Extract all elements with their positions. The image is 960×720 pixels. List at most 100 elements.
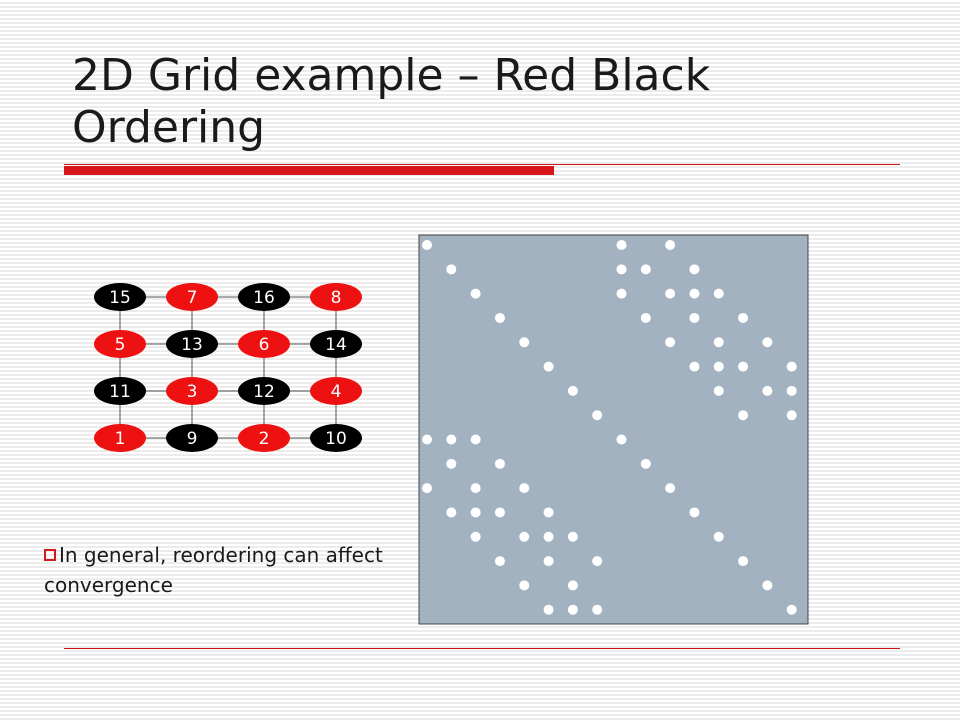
nonzero-dot: [689, 507, 700, 518]
nonzero-dot: [592, 604, 603, 615]
nonzero-dot: [422, 240, 432, 250]
grid-node-shape: [310, 283, 362, 311]
grid-node-shape: [94, 377, 146, 405]
nonzero-dot: [665, 240, 676, 250]
sparsity-pattern-plot: [418, 234, 809, 625]
nonzero-dot: [762, 385, 773, 396]
nonzero-dot: [592, 410, 603, 421]
nonzero-dot: [446, 264, 457, 275]
nonzero-dot: [494, 507, 505, 518]
nonzero-dot: [689, 264, 700, 275]
nonzero-dot: [640, 458, 651, 469]
nonzero-dot: [786, 604, 797, 615]
nonzero-dot: [762, 580, 773, 591]
bullet-text: In general, reordering can affect conver…: [44, 543, 383, 597]
slide-title: 2D Grid example – Red Black Ordering: [72, 50, 711, 153]
nonzero-dot: [616, 240, 627, 250]
grid-node-shape: [310, 424, 362, 452]
nonzero-dot: [567, 580, 578, 591]
grid-node: 7: [166, 283, 218, 311]
nonzero-dot: [422, 483, 432, 494]
nonzero-dot: [713, 385, 724, 396]
grid-node-label: 3: [187, 382, 198, 402]
nonzero-dot: [494, 556, 505, 567]
grid-node: 2: [238, 424, 290, 452]
nonzero-dot: [519, 531, 530, 542]
nonzero-dot: [519, 580, 530, 591]
grid-node-shape: [166, 377, 218, 405]
nonzero-dot: [422, 434, 432, 445]
nonzero-dot: [567, 385, 578, 396]
nonzero-dot: [738, 556, 749, 567]
grid-node-label: 8: [331, 288, 342, 308]
nonzero-dot: [470, 434, 481, 445]
grid-node-label: 11: [109, 382, 131, 402]
nonzero-dot: [543, 361, 554, 372]
grid-node: 11: [94, 377, 146, 405]
grid-node: 10: [310, 424, 362, 452]
nonzero-dot: [689, 312, 700, 323]
bullet-point: In general, reordering can affect conver…: [44, 540, 404, 600]
grid-node: 1: [94, 424, 146, 452]
grid-node-label: 5: [115, 335, 126, 355]
grid-node-shape: [238, 283, 290, 311]
nonzero-dot: [470, 288, 481, 299]
grid-node-label: 13: [181, 335, 203, 355]
grid-node-shape: [238, 377, 290, 405]
footer-rule: [64, 648, 900, 649]
title-underline-thin: [64, 164, 900, 165]
grid-node-label: 7: [187, 288, 198, 308]
grid-node-shape: [166, 424, 218, 452]
nonzero-dot: [446, 434, 457, 445]
grid-node-label: 14: [325, 335, 347, 355]
title-underline-bar: [64, 166, 554, 175]
nonzero-dot: [640, 312, 651, 323]
nonzero-dot: [786, 410, 797, 421]
nonzero-dot: [470, 531, 481, 542]
grid-node: 14: [310, 330, 362, 358]
nonzero-dot: [616, 288, 627, 299]
nonzero-dot: [519, 337, 530, 348]
nonzero-dot: [640, 264, 651, 275]
nonzero-dot: [713, 288, 724, 299]
grid-node-label: 6: [259, 335, 270, 355]
nonzero-dot: [543, 507, 554, 518]
nonzero-dot: [446, 507, 457, 518]
nonzero-dot: [616, 434, 627, 445]
nonzero-dot: [665, 483, 676, 494]
nonzero-dot: [738, 361, 749, 372]
grid-node-label: 16: [253, 288, 275, 308]
grid-node-shape: [94, 283, 146, 311]
nonzero-dot: [738, 312, 749, 323]
nonzero-dot: [786, 385, 797, 396]
nonzero-dot: [543, 556, 554, 567]
nonzero-dot: [786, 361, 797, 372]
grid-node: 12: [238, 377, 290, 405]
nonzero-dot: [470, 507, 481, 518]
grid-node-shape: [166, 283, 218, 311]
nonzero-dot: [665, 288, 676, 299]
nonzero-dot: [713, 531, 724, 542]
nonzero-dot: [738, 410, 749, 421]
grid-node-shape: [310, 377, 362, 405]
nonzero-dot: [713, 337, 724, 348]
grid-node-label: 12: [253, 382, 275, 402]
nonzero-dot: [494, 458, 505, 469]
square-bullet-icon: [44, 549, 56, 561]
grid-node-label: 4: [331, 382, 342, 402]
grid-node: 16: [238, 283, 290, 311]
grid-node-label: 2: [259, 429, 270, 449]
grid-node: 9: [166, 424, 218, 452]
nonzero-dot: [689, 361, 700, 372]
nonzero-dot: [543, 531, 554, 542]
grid-node: 4: [310, 377, 362, 405]
grid-node: 13: [166, 330, 218, 358]
nonzero-dot: [446, 458, 457, 469]
nonzero-dot: [519, 483, 530, 494]
grid-node: 8: [310, 283, 362, 311]
grid-node: 6: [238, 330, 290, 358]
nonzero-dot: [689, 288, 700, 299]
nonzero-dot: [713, 361, 724, 372]
grid-node-label: 15: [109, 288, 131, 308]
